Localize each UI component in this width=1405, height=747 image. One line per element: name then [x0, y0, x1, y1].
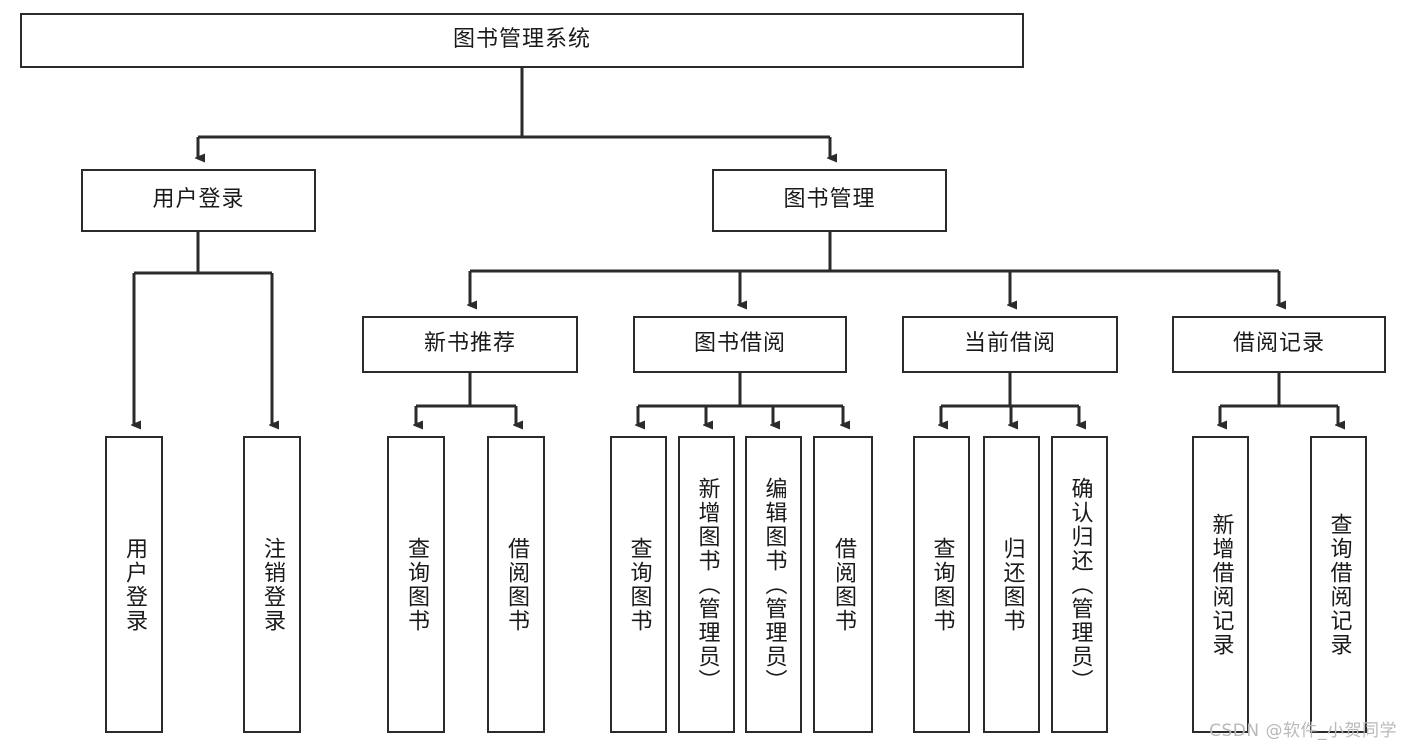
node-new-book-recommend[interactable]: 新书推荐 — [362, 316, 578, 373]
leaf-label: 新增图书（管理员） — [694, 476, 720, 693]
leaf-label: 借阅图书 — [504, 536, 529, 633]
leaf-label: 查询借阅记录 — [1326, 512, 1352, 657]
leaf-label: 查询图书 — [404, 536, 429, 633]
watermark-text: CSDN @软件_小贺同学 — [1209, 721, 1397, 741]
node-leaf-add-book-admin[interactable]: 新增图书（管理员） — [678, 436, 735, 733]
leaf-label: 归还图书 — [999, 536, 1025, 633]
node-leaf-query-book-current[interactable]: 查询图书 — [913, 436, 970, 733]
leaf-label: 新增借阅记录 — [1208, 512, 1234, 657]
node-leaf-logout[interactable]: 注销登录 — [243, 436, 301, 733]
leaf-label: 编辑图书（管理员） — [761, 476, 787, 693]
leaf-label: 借阅图书 — [831, 536, 856, 633]
node-current-borrow[interactable]: 当前借阅 — [902, 316, 1118, 373]
node-root[interactable]: 图书管理系统 — [20, 13, 1024, 68]
leaf-label: 确认归还（管理员） — [1067, 476, 1093, 693]
node-leaf-borrow-book-recommend[interactable]: 借阅图书 — [487, 436, 545, 733]
node-leaf-query-book-recommend[interactable]: 查询图书 — [387, 436, 445, 733]
node-leaf-add-borrow-record[interactable]: 新增借阅记录 — [1192, 436, 1249, 733]
node-leaf-return-book[interactable]: 归还图书 — [983, 436, 1040, 733]
leaf-label: 注销登录 — [260, 536, 285, 633]
node-book-borrow[interactable]: 图书借阅 — [633, 316, 847, 373]
node-user-login[interactable]: 用户登录 — [81, 169, 316, 232]
node-leaf-query-borrow-record[interactable]: 查询借阅记录 — [1310, 436, 1367, 733]
node-leaf-query-book-borrow[interactable]: 查询图书 — [610, 436, 667, 733]
leaf-label: 查询图书 — [929, 536, 955, 633]
node-leaf-confirm-return-admin[interactable]: 确认归还（管理员） — [1051, 436, 1108, 733]
node-leaf-edit-book-admin[interactable]: 编辑图书（管理员） — [745, 436, 802, 733]
node-borrow-record[interactable]: 借阅记录 — [1172, 316, 1386, 373]
node-leaf-borrow-book[interactable]: 借阅图书 — [813, 436, 873, 733]
node-leaf-user-login[interactable]: 用户登录 — [105, 436, 163, 733]
node-book-management[interactable]: 图书管理 — [712, 169, 947, 232]
leaf-label: 用户登录 — [122, 536, 147, 633]
leaf-label: 查询图书 — [626, 536, 652, 633]
